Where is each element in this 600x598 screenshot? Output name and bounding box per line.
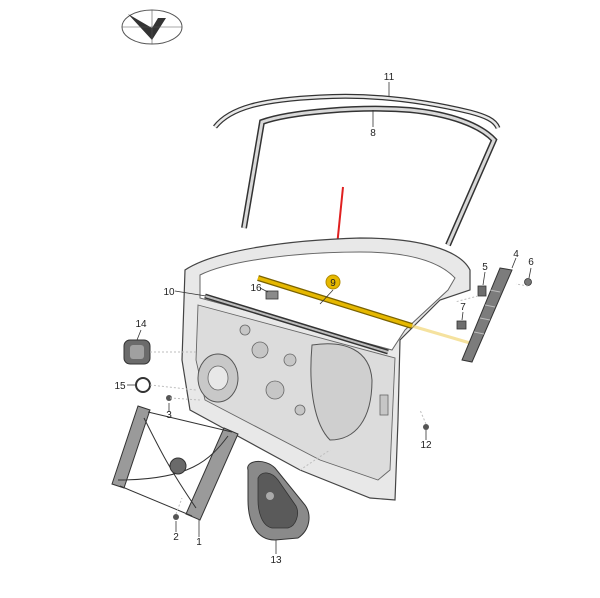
inner-window-strip — [204, 293, 389, 355]
window-guide-channel — [241, 105, 498, 247]
clip-5 — [477, 285, 487, 297]
callout-9: 9 — [330, 278, 336, 289]
callout-15: 15 — [114, 381, 126, 392]
callout-leaders — [127, 82, 532, 554]
callout-4: 4 — [513, 249, 519, 260]
assembly-guide-lines — [149, 283, 529, 515]
screw-2 — [173, 514, 179, 520]
callout-13: 13 — [270, 555, 282, 566]
callout-1: 1 — [196, 537, 202, 548]
inner-door-handle-13 — [247, 461, 310, 541]
callout-16: 16 — [250, 283, 262, 294]
window-frame-outer-seal — [213, 93, 501, 130]
window-regulator-1 — [111, 405, 239, 521]
screw-12 — [423, 424, 429, 430]
clip-16 — [265, 290, 279, 300]
door-shell — [181, 237, 471, 501]
trim-strip-4 — [461, 267, 513, 363]
callout-7: 7 — [460, 302, 466, 313]
compass-view-icon — [121, 9, 183, 45]
clip-7 — [456, 320, 467, 330]
screw-3 — [166, 395, 172, 401]
screw-6 — [524, 278, 532, 286]
callout-14: 14 — [135, 319, 147, 330]
callout-10: 10 — [163, 287, 175, 298]
callout-6: 6 — [528, 257, 534, 268]
ring-seal-15 — [135, 377, 151, 393]
callout-9-badge — [325, 274, 341, 290]
callout-8: 8 — [370, 128, 376, 139]
callout-5: 5 — [482, 262, 488, 273]
callout-11: 11 — [384, 72, 395, 83]
cover-plate-14 — [123, 339, 151, 365]
outer-window-seal-strip-highlighted — [257, 275, 471, 345]
callout-2: 2 — [173, 532, 179, 543]
callout-3: 3 — [166, 410, 172, 421]
callout-12: 12 — [420, 440, 432, 451]
